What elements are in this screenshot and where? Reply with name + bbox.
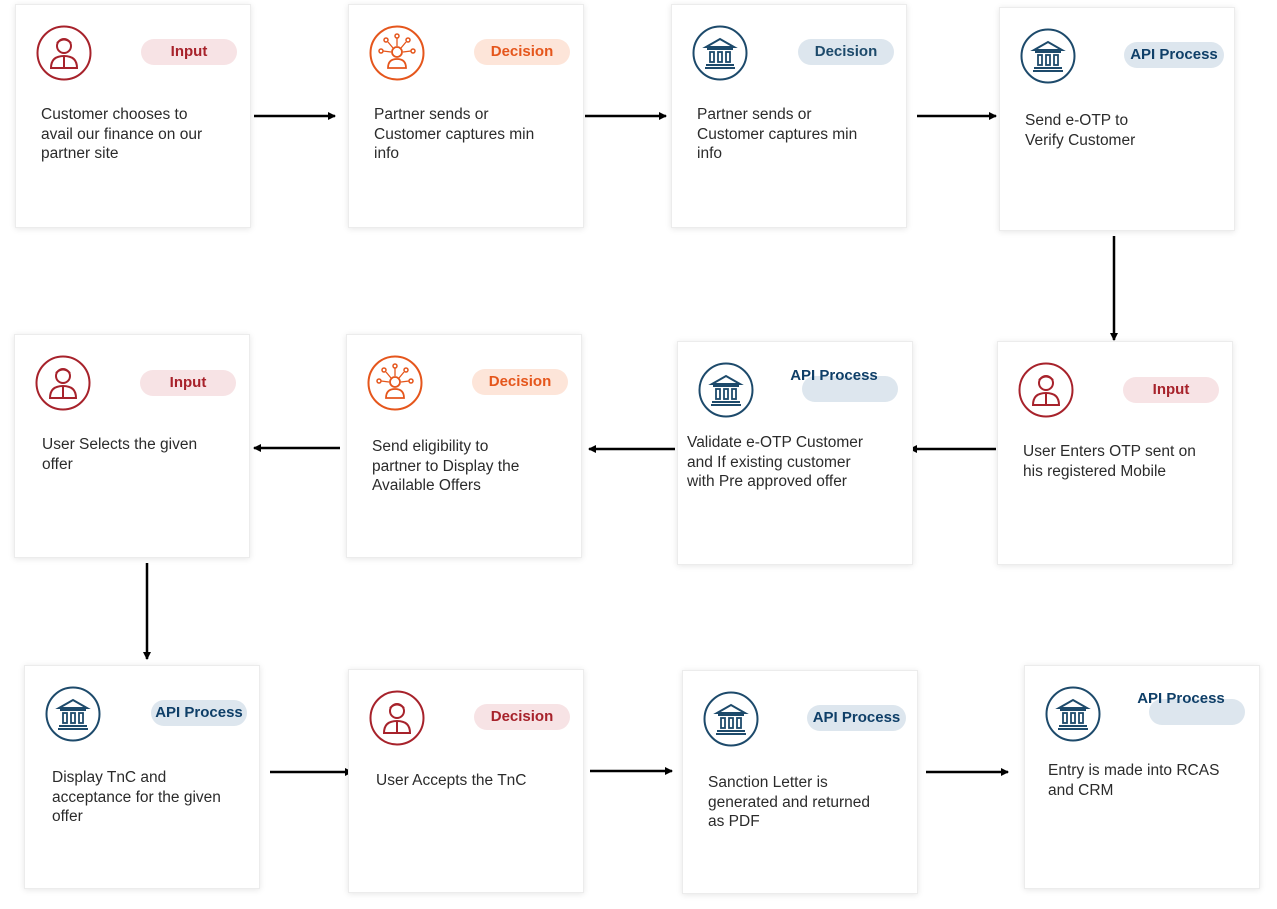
step-description: Send eligibility to partner to Display t… [372, 438, 520, 494]
step-description: Partner sends or Customer captures min i… [697, 106, 858, 162]
step-card-3: Decision Partner sends or Customer captu… [671, 4, 907, 228]
step-type-label: API Process [1137, 690, 1225, 707]
step-type-badge: Decision [472, 369, 568, 395]
step-card-1: Input Customer chooses to avail our fina… [15, 4, 251, 228]
bank-icon [703, 691, 759, 747]
step-description: User Accepts the TnC [376, 772, 527, 789]
step-type-badge: Input [1123, 377, 1219, 403]
step-description: User Selects the given offer [42, 436, 198, 473]
step-type-badge: Decision [474, 704, 570, 730]
bank-icon [45, 686, 101, 742]
step-card-7: Decision Send eligibility to partner to … [346, 334, 582, 558]
step-card-11: API Process Sanction Letter is generated… [682, 670, 918, 894]
step-card-10: Decision User Accepts the TnC [348, 669, 584, 893]
step-description: Customer chooses to avail our finance on… [41, 106, 203, 162]
person-icon [35, 355, 91, 411]
step-type-badge: API Process [1124, 42, 1224, 68]
step-description: Display TnC and acceptance for the given… [52, 769, 221, 825]
step-type-badge: API Process [807, 705, 906, 731]
step-type-badge: Decision [474, 39, 570, 65]
step-type-badge: Input [140, 370, 236, 396]
step-description: Sanction Letter is generated and returne… [708, 774, 871, 830]
step-type-badge: Decision [798, 39, 894, 65]
bank-icon [1020, 28, 1076, 84]
step-type-badge: Input [141, 39, 237, 65]
step-type-label: API Process [790, 367, 878, 384]
step-card-4: API Process Send e-OTP to Verify Custome… [999, 7, 1235, 231]
network-person-icon [367, 355, 423, 411]
step-description: Send e-OTP to Verify Customer [1025, 112, 1136, 149]
step-description: Entry is made into RCAS and CRM [1048, 762, 1220, 799]
bank-icon [698, 362, 754, 418]
step-type-badge: API Process [1135, 690, 1245, 725]
step-type-badge: API Process [151, 700, 247, 726]
step-card-2: Decision Partner sends or Customer captu… [348, 4, 584, 228]
bank-icon [692, 25, 748, 81]
network-person-icon [369, 25, 425, 81]
step-card-6: API Process Validate e-OTP Customer and … [677, 341, 913, 565]
step-type-badge: API Process [788, 367, 898, 402]
step-description: User Enters OTP sent on his registered M… [1023, 443, 1196, 480]
step-card-5: Input User Enters OTP sent on his regist… [997, 341, 1233, 565]
step-card-9: API Process Display TnC and acceptance f… [24, 665, 260, 889]
person-icon [1018, 362, 1074, 418]
person-icon [369, 690, 425, 746]
step-card-8: Input User Selects the given offer [14, 334, 250, 558]
bank-icon [1045, 686, 1101, 742]
step-description: Partner sends or Customer captures min i… [374, 106, 535, 162]
step-description: Validate e-OTP Customer and If existing … [687, 434, 864, 490]
person-icon [36, 25, 92, 81]
step-card-12: API Process Entry is made into RCAS and … [1024, 665, 1260, 889]
